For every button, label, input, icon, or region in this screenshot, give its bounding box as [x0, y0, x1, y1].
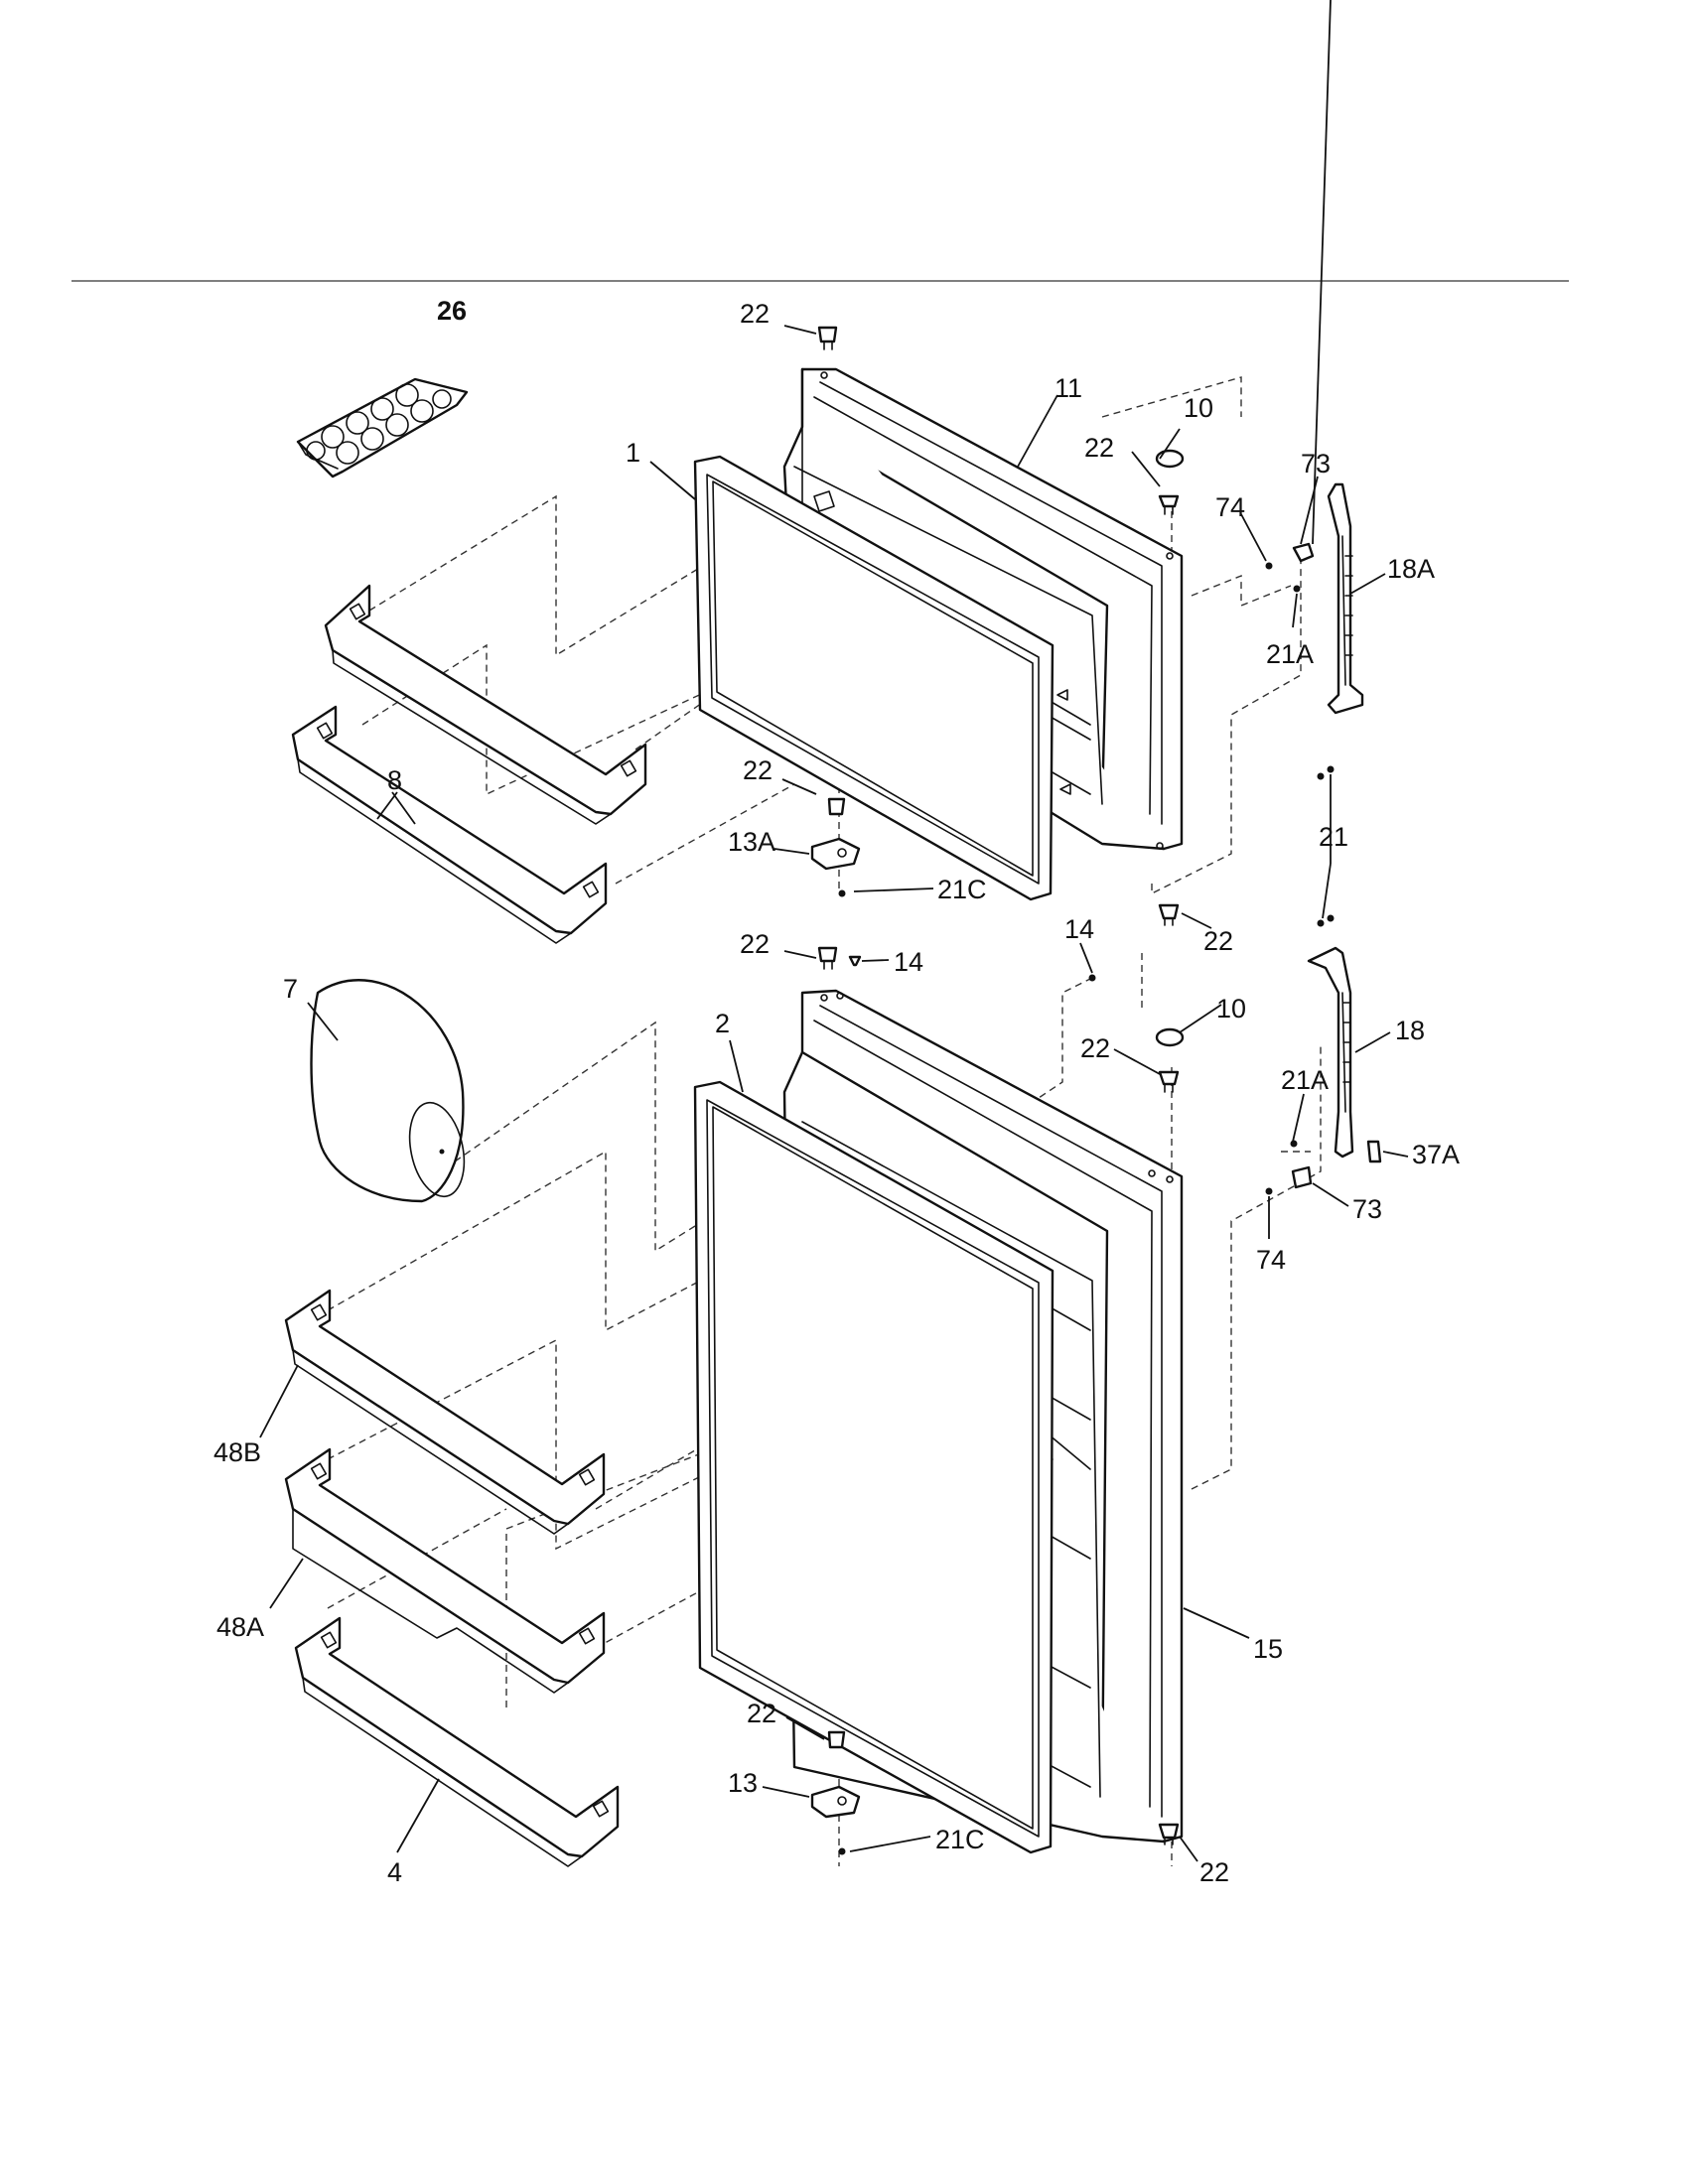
door-bin-48B-icon: [284, 1289, 606, 1535]
callout-73-b: 73: [1352, 1194, 1382, 1224]
callout-22-h: 22: [1199, 1857, 1229, 1887]
callout-18: 18: [1395, 1016, 1425, 1045]
callout-48B: 48B: [213, 1437, 261, 1467]
callout-22-e: 22: [740, 929, 770, 959]
callout-21: 21: [1319, 822, 1348, 852]
callout-21A-a: 21A: [1266, 639, 1314, 669]
callout-21C-b: 21C: [935, 1825, 985, 1854]
callout-74-a: 74: [1215, 492, 1245, 522]
callout-1: 1: [626, 438, 640, 468]
door-bin-48A-icon: [284, 1447, 606, 1694]
callout-2: 2: [715, 1009, 730, 1038]
callout-21C-a: 21C: [937, 875, 987, 904]
callout-14-a: 14: [1064, 914, 1094, 944]
dairy-cover-icon: [310, 979, 466, 1203]
callout-26: 26: [437, 296, 467, 326]
callout-22-a: 22: [740, 299, 770, 329]
callout-10-a: 10: [1184, 393, 1213, 423]
callout-22-d: 22: [1203, 926, 1233, 956]
callout-22-b: 22: [1084, 433, 1114, 463]
callout-21A-b: 21A: [1281, 1065, 1329, 1095]
freezer-bin-lower-icon: [291, 705, 608, 944]
callout-22-f: 22: [1080, 1033, 1110, 1063]
refrigerator-handle-icon: [1265, 946, 1382, 1195]
callout-13A: 13A: [728, 827, 775, 857]
callout-18A: 18A: [1387, 554, 1435, 584]
callout-74-b: 74: [1256, 1245, 1286, 1275]
egg-tray-icon: [296, 377, 469, 478]
callout-22-g: 22: [747, 1699, 776, 1728]
door-bin-4-icon: [294, 1616, 620, 1867]
callout-8: 8: [387, 765, 402, 795]
callout-13: 13: [728, 1768, 758, 1798]
callout-48A: 48A: [216, 1612, 264, 1642]
callout-4: 4: [387, 1857, 402, 1887]
leader-lines: [259, 0, 1409, 1862]
callout-22-c: 22: [743, 755, 773, 785]
callout-14-b: 14: [894, 947, 923, 977]
callout-10-b: 10: [1216, 994, 1246, 1024]
callout-11: 11: [1055, 373, 1082, 403]
freezer-handle-icon: [1265, 482, 1364, 927]
callout-7: 7: [283, 974, 298, 1004]
refrigerator-hinge-screws-icon: [810, 946, 1185, 1855]
freezer-gasket-icon: [693, 455, 1055, 901]
callout-15: 15: [1253, 1634, 1283, 1664]
callout-37A: 37A: [1412, 1140, 1460, 1169]
refrigerator-gasket-icon: [693, 1080, 1055, 1854]
freezer-bin-upper-icon: [324, 584, 647, 825]
callout-73-a: 73: [1301, 449, 1331, 478]
callouts: 26 22 11 10 22 1 73 74 18A 21A 8 22 13A …: [213, 296, 1460, 1887]
